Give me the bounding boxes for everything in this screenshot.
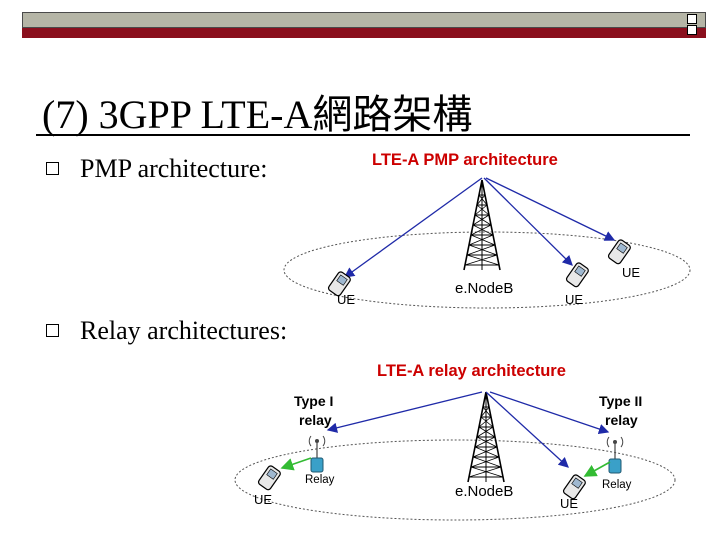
banner-corner-box-top xyxy=(687,14,697,24)
type1-label-line1: Type I xyxy=(294,393,333,409)
banner-bottom-band xyxy=(22,28,706,38)
pmp-link-ue2 xyxy=(483,177,573,266)
relay1-antenna-icon xyxy=(308,435,326,473)
relay-ue1-phone-icon xyxy=(256,464,283,492)
relay2-antenna-icon xyxy=(606,436,624,474)
bullet-pmp: PMP architecture: xyxy=(46,154,268,184)
pmp-diagram-title: LTE-A PMP architecture xyxy=(372,151,558,169)
relay2-label: Relay xyxy=(602,479,632,491)
bullet-square-icon xyxy=(46,324,59,337)
relay-ue1-label: UE xyxy=(254,492,272,507)
relay-enodeb-label: e.NodeB xyxy=(455,483,513,500)
banner-top-band xyxy=(22,12,706,28)
slide-title: (7) 3GPP LTE-A網路架構 xyxy=(42,92,473,137)
banner-corner-box-bottom xyxy=(687,25,697,35)
bullet-relay: Relay architectures: xyxy=(46,316,288,346)
relay-diagram-title: LTE-A relay architecture xyxy=(377,362,566,380)
pmp-ue1-label: UE xyxy=(337,292,355,307)
relay1-label: Relay xyxy=(305,474,335,486)
relay-link-ue2 xyxy=(485,391,569,468)
bullet-relay-text: Relay architectures: xyxy=(80,316,288,345)
pmp-enodeb-tower-icon xyxy=(463,179,501,271)
relay-link-type1 xyxy=(326,391,483,433)
relay-ue2-label: UE xyxy=(560,496,578,511)
relay2-to-ue-link xyxy=(583,461,611,477)
pmp-ue3-label: UE xyxy=(622,265,640,280)
relay-enodeb-tower-icon xyxy=(467,391,505,483)
type2-label-line1: Type II xyxy=(599,393,642,409)
pmp-link-ue1 xyxy=(343,177,483,278)
pmp-link-ue3 xyxy=(485,177,616,241)
relay-coverage-area xyxy=(234,439,676,521)
title-divider xyxy=(36,134,690,136)
relay-link-type2 xyxy=(489,391,610,435)
type1-label-line2: relay xyxy=(299,412,332,428)
pmp-enodeb-label: e.NodeB xyxy=(455,280,513,297)
relay1-to-ue-link xyxy=(280,457,312,471)
bullet-pmp-text: PMP architecture: xyxy=(80,154,268,183)
pmp-ue2-phone-icon xyxy=(564,261,591,289)
pmp-ue2-label: UE xyxy=(565,292,583,307)
slide-banner xyxy=(22,12,706,38)
type2-label-line2: relay xyxy=(605,412,638,428)
bullet-square-icon xyxy=(46,162,59,175)
